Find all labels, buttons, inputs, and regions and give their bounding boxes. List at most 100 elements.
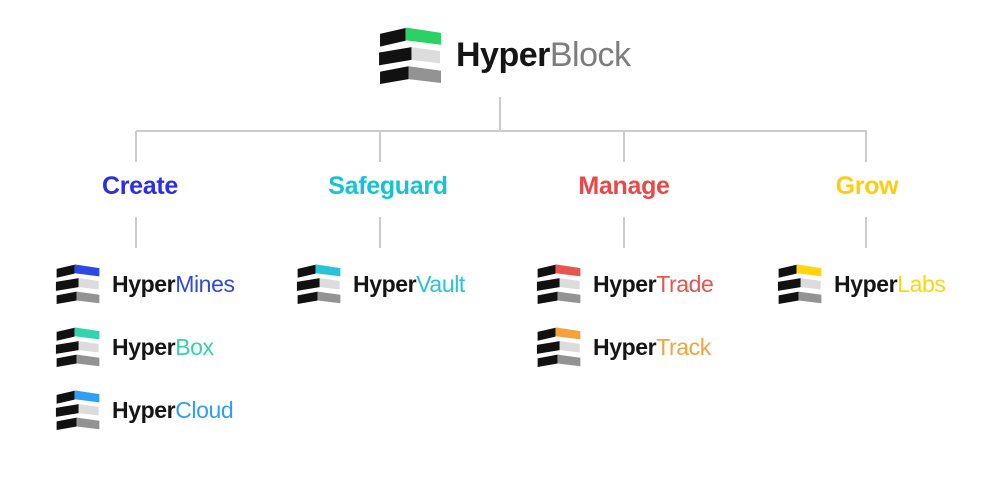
stem-manage-line <box>623 217 625 248</box>
hypertrade-wordmark: HyperTrade <box>593 270 714 298</box>
hypercloud-icon <box>55 390 100 430</box>
bar1-right-face <box>74 327 100 340</box>
bar1-left-face <box>56 327 75 341</box>
bar1-left-face <box>56 390 75 404</box>
hyperlabs-icon <box>777 264 822 304</box>
brand-logo-hypertrack: HyperTrack <box>536 326 713 368</box>
hyperblock-logo: HyperBlock <box>378 27 631 84</box>
wordmark-suffix: Box <box>175 333 214 360</box>
wordmark-suffix: Track <box>656 333 711 360</box>
bar3-right-face <box>76 417 100 430</box>
column-grow: HyperLabs <box>777 263 946 326</box>
bar3-right-face <box>317 291 341 304</box>
wordmark-suffix: Mines <box>175 270 235 297</box>
bar1-left-face <box>297 264 316 278</box>
bar2-right-face <box>800 278 821 290</box>
hyperlabs-wordmark: HyperLabs <box>834 270 946 298</box>
wordmark-suffix: Vault <box>416 270 465 297</box>
bar3-right-face <box>557 291 581 304</box>
brand-logo-hypervault: HyperVault <box>296 263 465 305</box>
bar2-right-face <box>78 404 99 416</box>
bar2-left-face <box>536 278 560 291</box>
bar3-left-face <box>56 354 77 367</box>
brand-logo-hypermines: HyperMines <box>55 263 235 305</box>
hypercloud-wordmark: HyperCloud <box>112 396 234 424</box>
bar1-left-face <box>537 264 556 278</box>
column-create: HyperMines HyperBox HyperCloud <box>55 263 235 452</box>
bar1-right-face <box>555 264 581 277</box>
stem-grow-line <box>865 217 867 248</box>
bar2-left-face <box>55 278 79 291</box>
hyperblock-logo-icon <box>379 27 441 84</box>
column-safeguard: HyperVault <box>296 263 465 326</box>
bar3-right-face <box>798 291 822 304</box>
wordmark-prefix: Hyper <box>112 333 176 360</box>
branch-create-line <box>135 131 137 162</box>
bar3-right-face <box>76 291 100 304</box>
bar1-left-face <box>778 264 797 278</box>
wordmark-prefix: Hyper <box>834 270 898 297</box>
bar1-right-face <box>796 264 822 277</box>
bar3-left-face <box>56 291 77 304</box>
wordmark-prefix: Hyper <box>593 333 657 360</box>
category-label-safeguard: Safeguard <box>328 172 448 200</box>
hypertrack-icon <box>536 327 581 367</box>
wordmark-prefix: Hyper <box>112 270 176 297</box>
branch-manage-line <box>623 131 625 162</box>
bar2-right-face <box>78 278 99 290</box>
stem-create-line <box>135 217 137 248</box>
brand-logo-hypertrade: HyperTrade <box>536 263 714 305</box>
tree-horizontal-line <box>136 130 867 132</box>
bar1-right-face <box>555 327 581 340</box>
hyperbox-wordmark: HyperBox <box>112 334 214 361</box>
hypermines-wordmark: HyperMines <box>112 271 235 298</box>
bar2-left-face <box>55 341 79 354</box>
wordmark-prefix: Hyper <box>353 270 417 297</box>
bar1-right-face <box>74 390 100 403</box>
category-label-manage: Manage <box>578 172 670 200</box>
bar3-left-face <box>537 354 558 367</box>
bar3-right-face <box>408 66 441 84</box>
bar2-right-face <box>78 341 99 353</box>
bar3-right-face <box>76 354 100 367</box>
brand-logo-hyperbox: HyperBox <box>55 326 235 368</box>
hypertrade-icon <box>536 264 581 304</box>
column-manage: HyperTrade HyperTrack <box>536 263 714 389</box>
bar3-left-face <box>297 291 318 304</box>
wordmark-suffix: Labs <box>897 270 946 297</box>
hypervault-wordmark: HyperVault <box>353 271 465 298</box>
branch-grow-line <box>865 131 867 162</box>
wordmark-prefix: Hyper <box>112 396 176 423</box>
bar2-left-face <box>296 278 320 291</box>
bar3-left-face <box>380 66 409 84</box>
bar1-right-face <box>74 264 100 277</box>
hypervault-icon <box>296 264 341 304</box>
wordmark-prefix: Hyper <box>456 36 550 74</box>
category-label-create: Create <box>101 172 179 200</box>
bar2-right-face <box>559 341 580 353</box>
bar1-left-face <box>56 264 75 278</box>
bar2-left-face <box>55 404 79 417</box>
bar3-left-face <box>56 417 77 430</box>
bar1-left-face <box>380 27 406 47</box>
bar1-left-face <box>537 327 556 341</box>
bar2-left-face <box>536 341 560 354</box>
tree-trunk-line <box>499 97 501 131</box>
wordmark-suffix: Block <box>549 36 631 74</box>
hypertrack-wordmark: HyperTrack <box>593 334 711 361</box>
bar2-right-face <box>559 278 580 290</box>
category-label-grow: Grow <box>835 172 899 200</box>
wordmark-suffix: Trade <box>656 270 714 297</box>
branch-safeguard-line <box>379 131 381 162</box>
hyperbox-icon <box>55 327 100 367</box>
brand-logo-hypercloud: HyperCloud <box>55 389 235 431</box>
bar3-right-face <box>557 354 581 367</box>
bar2-right-face <box>319 278 340 290</box>
bar3-left-face <box>537 291 558 304</box>
hyperblock-wordmark: HyperBlock <box>456 36 631 75</box>
brand-logo-hyperlabs: HyperLabs <box>777 263 946 305</box>
wordmark-prefix: Hyper <box>593 270 657 297</box>
stem-safeguard-line <box>379 217 381 248</box>
bar2-left-face <box>777 278 801 291</box>
